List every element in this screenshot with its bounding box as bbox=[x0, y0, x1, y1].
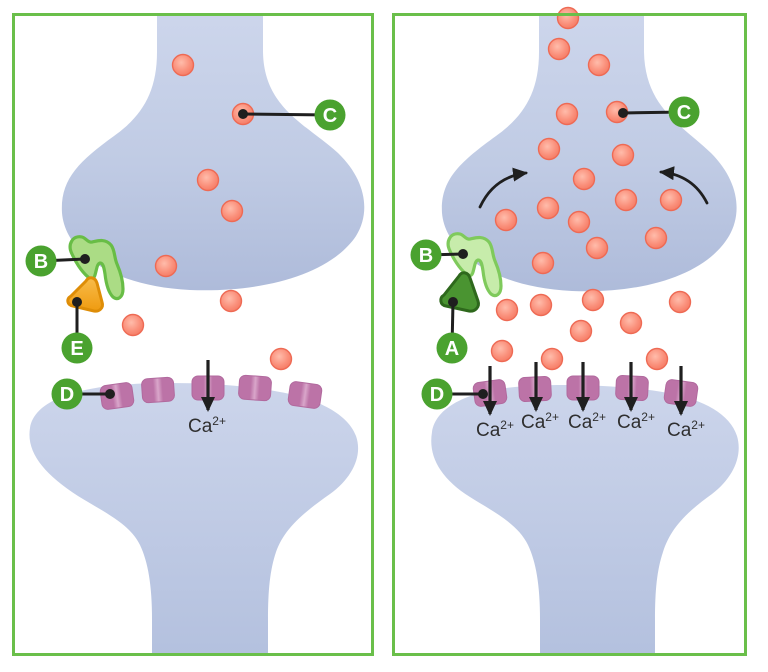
label-badge-c bbox=[668, 96, 700, 128]
molecule bbox=[645, 347, 669, 371]
molecule bbox=[572, 167, 596, 191]
ca-ion-label: Ca2+ bbox=[521, 410, 559, 433]
label-badge-e bbox=[61, 332, 93, 364]
molecule bbox=[569, 319, 593, 343]
molecule bbox=[659, 188, 683, 212]
molecule bbox=[585, 236, 609, 260]
ca-ion-label: Ca2+ bbox=[568, 410, 606, 433]
callout-target-dot bbox=[458, 249, 468, 259]
label-letter-c: C bbox=[323, 105, 337, 127]
molecule bbox=[619, 311, 643, 335]
molecule bbox=[490, 339, 514, 363]
molecule bbox=[269, 347, 293, 371]
ca-ion-label: Ca2+ bbox=[476, 418, 514, 441]
label-letter-b: B bbox=[34, 251, 48, 273]
calcium-channel bbox=[238, 374, 272, 402]
callout-target-dot bbox=[72, 297, 82, 307]
molecule bbox=[154, 254, 178, 278]
postsynaptic-terminal-left bbox=[29, 383, 359, 653]
label-letter-e: E bbox=[70, 338, 83, 360]
molecule bbox=[547, 37, 571, 61]
molecule bbox=[121, 313, 145, 337]
label-letter-c: C bbox=[677, 102, 691, 124]
molecule bbox=[220, 199, 244, 223]
label-badge-d bbox=[421, 378, 453, 410]
panel-right-border bbox=[392, 13, 747, 656]
molecule bbox=[587, 53, 611, 77]
label-badge-d bbox=[51, 378, 83, 410]
presynaptic-terminal-left bbox=[61, 16, 365, 291]
label-badge-a bbox=[436, 332, 468, 364]
molecule bbox=[581, 288, 605, 312]
molecule bbox=[171, 53, 195, 77]
callout-target-dot bbox=[80, 254, 90, 264]
molecule bbox=[529, 293, 553, 317]
callout-target-dot bbox=[238, 109, 248, 119]
receptor-icon-left bbox=[68, 235, 125, 301]
callout-target-dot bbox=[448, 297, 458, 307]
molecule bbox=[611, 143, 635, 167]
label-letter-d: D bbox=[430, 384, 444, 406]
label-badge-c bbox=[314, 99, 346, 131]
callout-target-dot bbox=[478, 389, 488, 399]
label-letter-d: D bbox=[60, 384, 74, 406]
calcium-channel bbox=[287, 381, 323, 409]
ca-ion-label: Ca2+ bbox=[188, 414, 226, 437]
callout-target-dot bbox=[618, 108, 628, 118]
calcium-channel bbox=[99, 382, 135, 410]
panel-right-content: Ca2+ Ca2+ Ca2+ Ca2+ Ca2+ C B A D bbox=[410, 6, 709, 441]
molecule bbox=[567, 210, 591, 234]
panel-left-border bbox=[12, 13, 374, 656]
molecule bbox=[555, 102, 579, 126]
molecule bbox=[540, 347, 564, 371]
label-badge-b bbox=[410, 239, 442, 271]
molecule bbox=[556, 6, 580, 30]
recycling-arrow bbox=[659, 166, 709, 205]
callout-target-dot bbox=[105, 389, 115, 399]
molecule bbox=[219, 289, 243, 313]
ca-ion-label: Ca2+ bbox=[617, 410, 655, 433]
molecule bbox=[614, 188, 638, 212]
molecule bbox=[196, 168, 220, 192]
molecule bbox=[644, 226, 668, 250]
molecule bbox=[536, 196, 560, 220]
postsynaptic-terminal-right bbox=[431, 385, 739, 653]
label-letter-b: B bbox=[419, 245, 433, 267]
molecule bbox=[668, 290, 692, 314]
panel-left-content: Ca2+ C B E D bbox=[25, 53, 346, 437]
molecule bbox=[495, 298, 519, 322]
label-badge-b bbox=[25, 245, 57, 277]
ca-ion-label: Ca2+ bbox=[667, 418, 705, 441]
molecule bbox=[494, 208, 518, 232]
molecule bbox=[531, 251, 555, 275]
recycling-arrow bbox=[478, 167, 528, 209]
calcium-channel bbox=[141, 376, 175, 404]
molecule bbox=[537, 137, 561, 161]
label-letter-a: A bbox=[445, 338, 459, 360]
